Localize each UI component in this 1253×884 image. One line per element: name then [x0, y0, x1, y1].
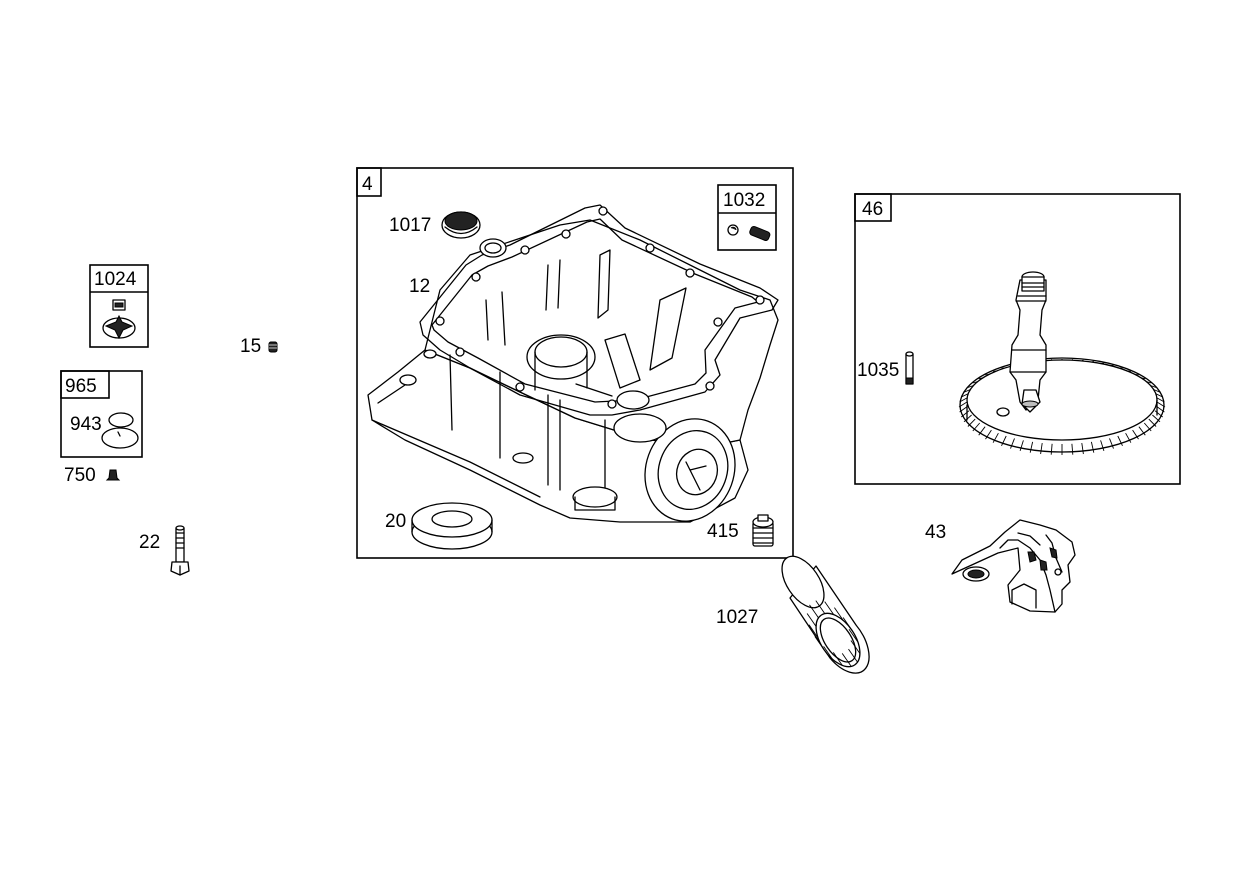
gear-tooth: [1071, 443, 1074, 455]
part-label-12[interactable]: 12: [409, 276, 430, 297]
filter-grip-rib: [824, 601, 835, 615]
check-ball-drawing: [727, 224, 739, 236]
gear-tooth: [1143, 422, 1152, 432]
gear-tooth: [1040, 443, 1043, 455]
gear-tooth: [1050, 443, 1053, 455]
sump-housing-drawing: [367, 204, 779, 523]
part-label-750[interactable]: 750: [64, 465, 96, 486]
gear-tooth: [1010, 438, 1015, 449]
part-label-943[interactable]: 943: [70, 414, 102, 435]
gear-tooth: [1100, 440, 1105, 452]
part-15-plug: 15: [240, 336, 278, 357]
part-label-965[interactable]: 965: [65, 376, 97, 397]
gear-tooth: [1156, 401, 1166, 408]
gear-tooth: [1132, 429, 1139, 440]
filter-grip-rib: [809, 604, 819, 619]
sump-assembly-group: 4 1032 1017 12: [356, 167, 794, 559]
filter-grip-rib: [806, 613, 817, 627]
camshaft-group: 46 1035: [854, 193, 1181, 485]
gear-tooth: [961, 410, 970, 418]
filter-grip-rib: [814, 636, 825, 650]
gear-tooth: [992, 432, 999, 443]
part-label-1035[interactable]: 1035: [857, 360, 899, 381]
filter-grip-rib: [842, 617, 853, 631]
kit-1032-frame: [717, 184, 777, 251]
part-label-4[interactable]: 4: [362, 174, 373, 195]
gear-tooth: [967, 418, 976, 427]
filter-grip-rib: [832, 652, 843, 666]
gear-tooth: [1156, 397, 1165, 403]
filter-grip-rib: [823, 646, 833, 660]
part-label-22[interactable]: 22: [139, 532, 160, 553]
spring-drawing: [749, 225, 771, 241]
gasket-bolt-holes: [435, 206, 765, 409]
part-1035-pin: 1035: [857, 351, 914, 385]
filter-grip-rib: [841, 653, 852, 667]
group-4-tag: [356, 167, 382, 197]
gear-tooth: [972, 422, 981, 432]
gear-tooth: [1117, 435, 1123, 446]
group-4-frame: [356, 167, 794, 559]
gear-tooth: [1154, 410, 1163, 418]
gear-tooth: [1156, 406, 1165, 413]
gear-tooth: [1090, 441, 1095, 453]
gear-tooth: [1029, 441, 1034, 453]
part-1017-plug: 1017: [389, 211, 481, 239]
part-20-oil-seal: 20: [385, 502, 493, 550]
gear-tooth: [978, 426, 986, 436]
part-label-46[interactable]: 46: [862, 199, 883, 220]
part-415-plug: 415: [707, 514, 774, 547]
part-1027-oil-filter: 1027: [716, 555, 870, 674]
group-46-tag: [854, 193, 892, 222]
gear-tooth: [963, 414, 972, 423]
part-label-1032[interactable]: 1032: [723, 190, 765, 211]
filter-grip-rib: [815, 600, 826, 614]
filter-grip-rib: [850, 640, 861, 654]
gear-tooth: [959, 397, 968, 403]
part-1032-kit: 1032: [717, 184, 777, 251]
gear-tooth: [1001, 435, 1007, 446]
filter-grip-rib: [848, 648, 858, 663]
filter-grip-rib: [834, 607, 844, 621]
group-46-frame: [854, 193, 1181, 485]
gear-tooth: [959, 406, 968, 413]
part-label-15[interactable]: 15: [240, 336, 261, 357]
part-1024-kit: 1024: [89, 264, 149, 348]
gear-tooth: [1081, 443, 1084, 455]
kit-965-tag: [60, 370, 110, 399]
gear-tooth: [1152, 414, 1161, 423]
filter-grip-rib: [848, 628, 859, 643]
gear-tooth: [958, 401, 968, 408]
part-label-415[interactable]: 415: [707, 521, 739, 542]
gear-tooth: [1148, 418, 1157, 427]
part-label-1027[interactable]: 1027: [716, 607, 758, 628]
part-label-43[interactable]: 43: [925, 522, 946, 543]
gear-tooth: [1138, 426, 1146, 436]
part-750-bolt: 750: [64, 465, 121, 486]
part-label-1017[interactable]: 1017: [389, 215, 431, 236]
part-22-bolt: 22: [139, 525, 190, 576]
part-label-1024[interactable]: 1024: [94, 269, 137, 290]
part-965-kit: 965 943: [60, 370, 143, 458]
gear-tooth: [985, 429, 992, 440]
gear-tooth: [1125, 432, 1132, 443]
part-43-oil-pump: 43: [925, 519, 1076, 613]
filter-grip-rib: [808, 624, 819, 639]
kit-1024-frame: [89, 264, 149, 348]
part-label-20[interactable]: 20: [385, 511, 406, 532]
camshaft-drawing: [958, 271, 1166, 455]
gear-tooth: [1109, 438, 1114, 449]
gear-tooth: [1019, 440, 1024, 452]
